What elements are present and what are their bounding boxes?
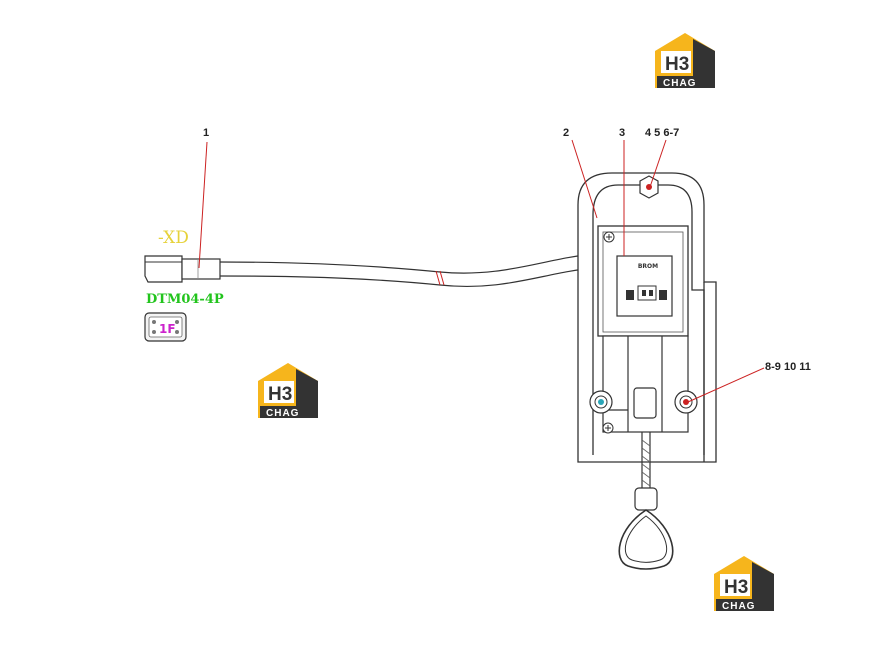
watermark-logo-middle: H3 CHAG	[258, 363, 318, 419]
pull-wire	[618, 432, 674, 570]
watermark-logo-top: H3 CHAG	[655, 33, 715, 89]
callout-8-9-10-11: 8-9 10 11	[765, 361, 811, 373]
watermark-logo-line-2: CHAG	[722, 601, 755, 612]
small-screw-icon	[602, 422, 614, 434]
sensor-symbol-icon	[626, 285, 667, 301]
mounting-bolt-left-icon	[589, 390, 613, 414]
watermark-logo-line-1: H3	[665, 54, 689, 75]
cable	[219, 253, 596, 288]
callout-3: 3	[619, 127, 625, 139]
connector-pin-glyph: 1F	[159, 322, 176, 336]
sensor-label: BROM	[638, 263, 658, 270]
watermark-logo-line-1: H3	[268, 384, 292, 405]
connector-pin-face-icon: 1F	[144, 312, 187, 342]
connector-part-label: DTM04-4P	[146, 292, 224, 307]
hex-nut-icon	[639, 175, 659, 199]
connector-plug	[144, 255, 221, 283]
switch-body: BROM	[597, 225, 689, 337]
connector-designator: -XD	[158, 228, 189, 248]
watermark-logo-bottom: H3 CHAG	[714, 556, 774, 612]
callout-leaders	[198, 139, 765, 403]
watermark-logo-line-2: CHAG	[266, 408, 299, 419]
mounting-bolt-right-icon	[674, 390, 698, 414]
callout-4-5-6-7: 4 5 6-7	[645, 127, 679, 139]
actuator-housing	[602, 335, 689, 433]
watermark-logo-line-1: H3	[724, 577, 748, 598]
callout-1: 1	[203, 127, 209, 139]
callout-2: 2	[563, 127, 569, 139]
watermark-logo-line-2: CHAG	[663, 78, 696, 89]
